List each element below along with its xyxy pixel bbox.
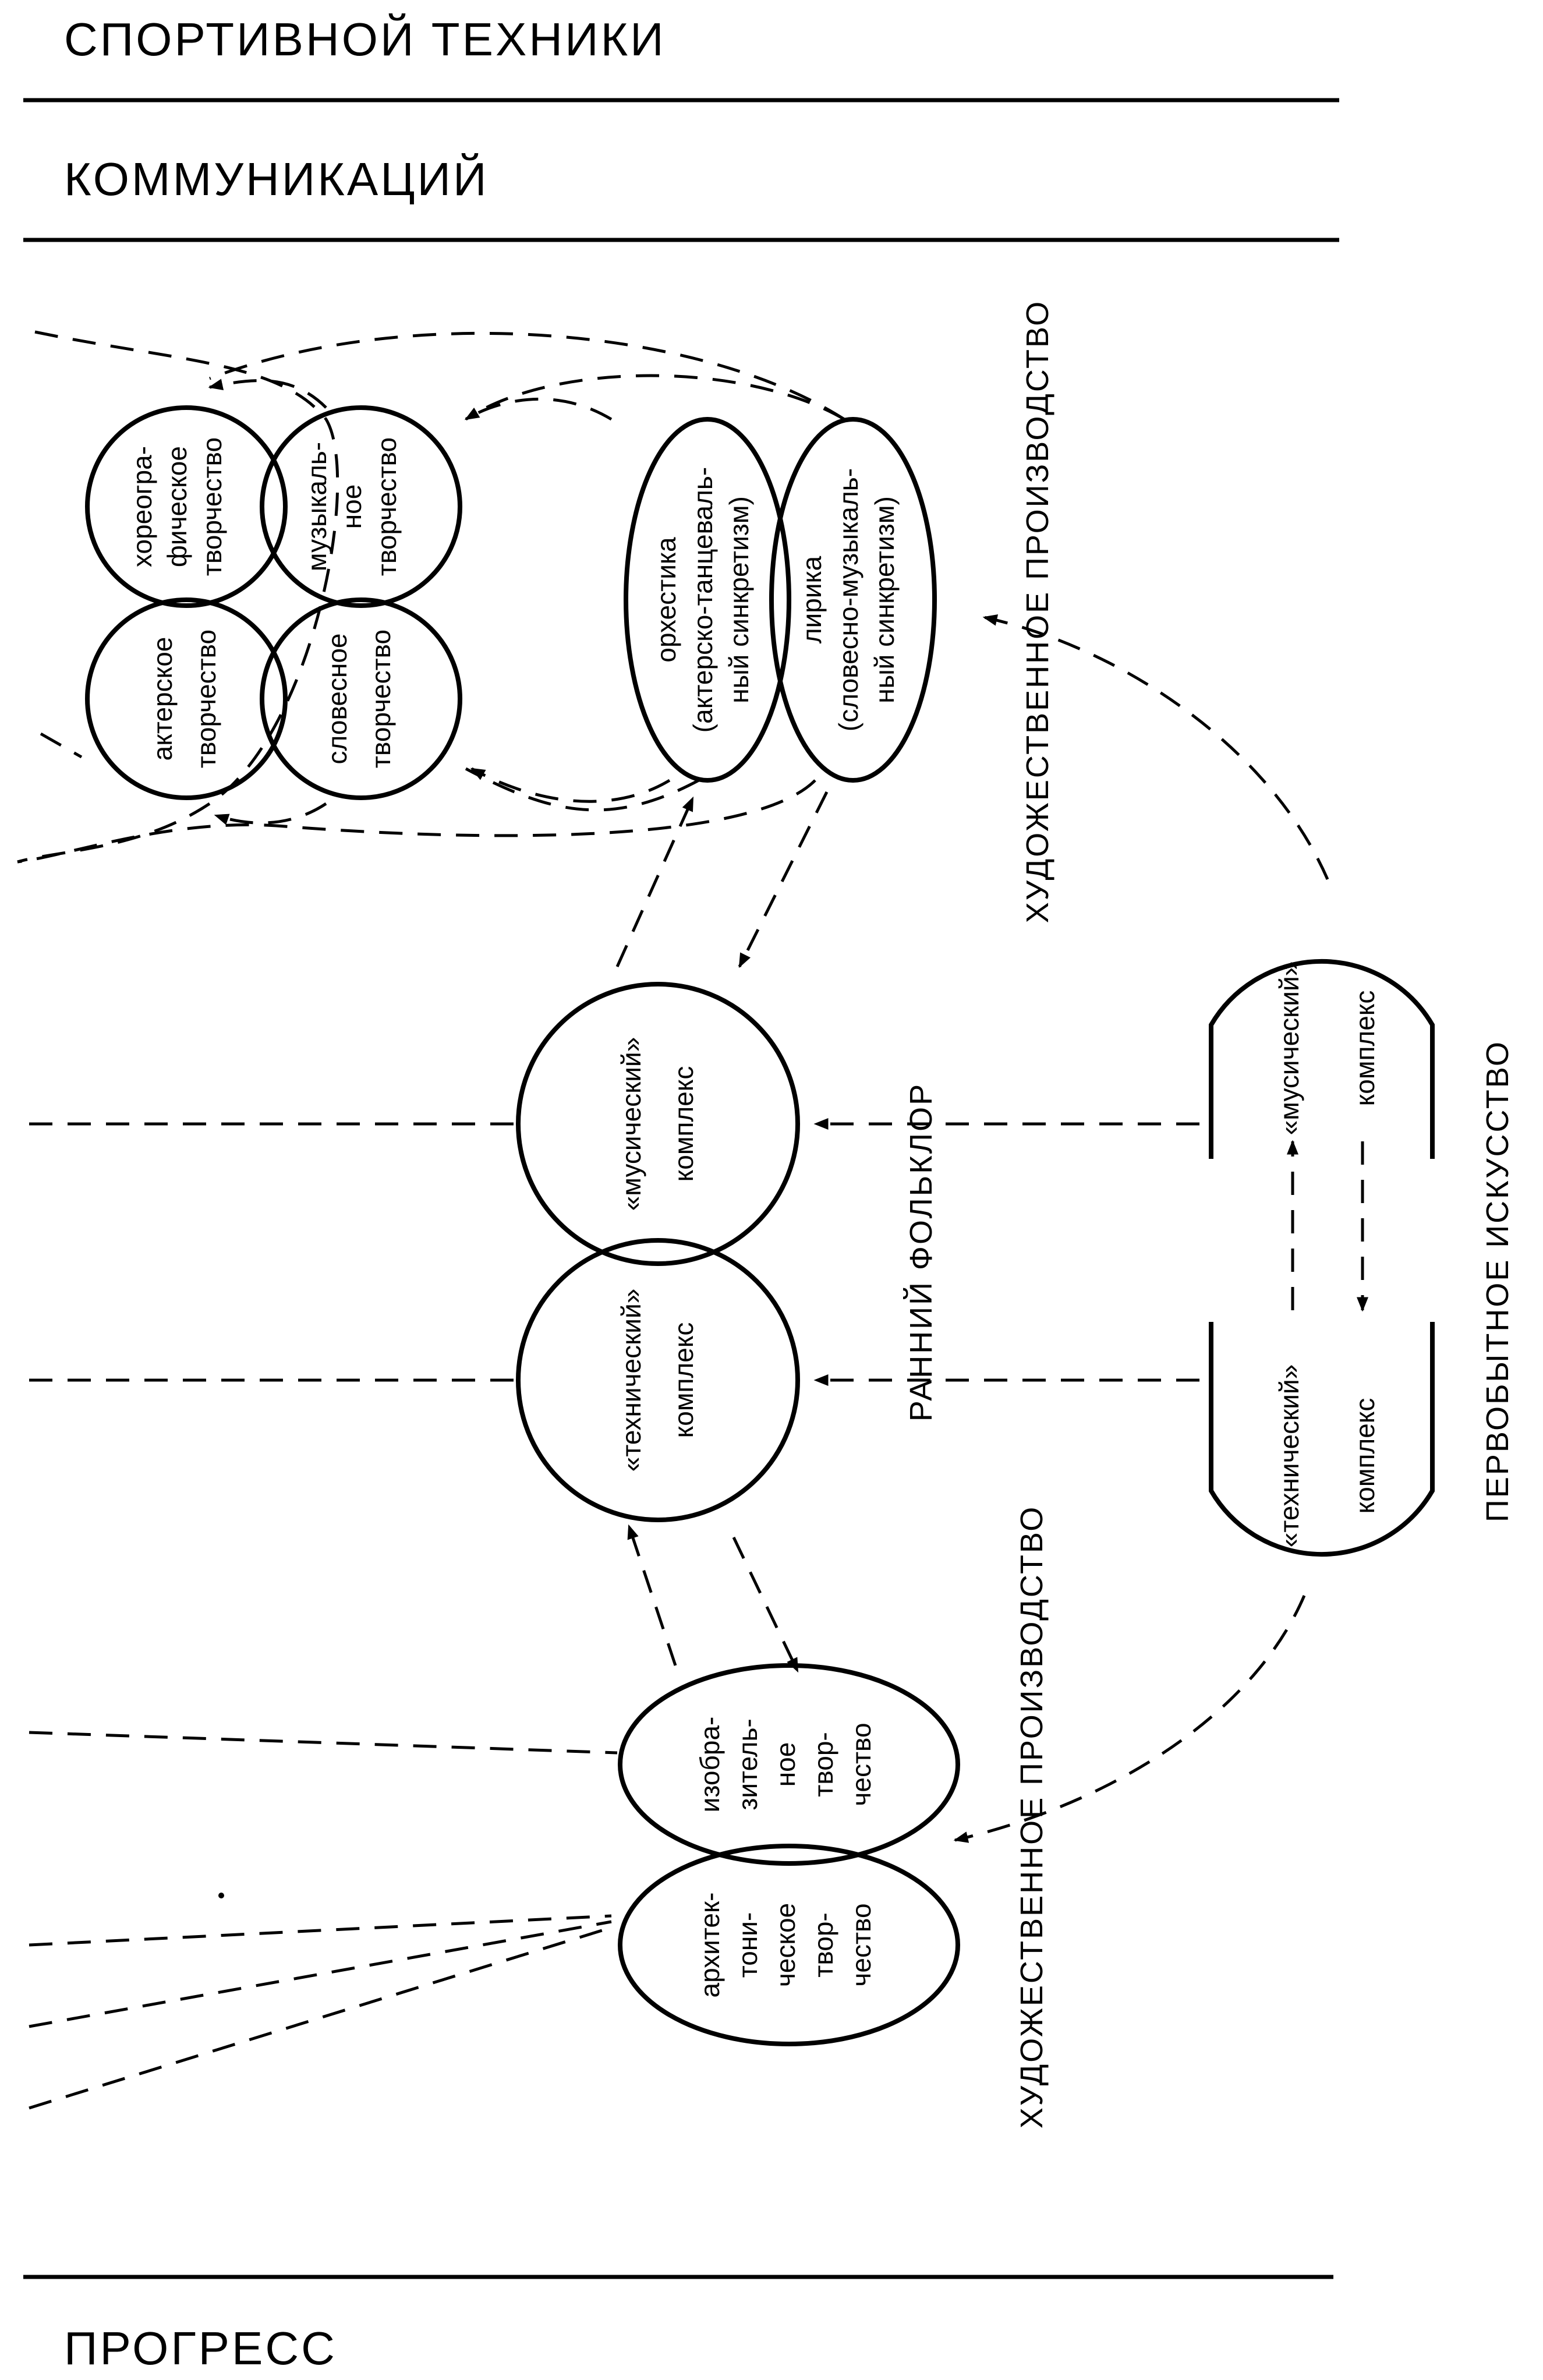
svg-text:«технический»: «технический» — [1274, 1364, 1304, 1547]
svg-text:комплекс: комплекс — [1350, 991, 1380, 1106]
svg-text:комплекс: комплекс — [668, 1322, 699, 1438]
svg-text:творчество: творчество — [197, 437, 227, 576]
primitive-art-pill — [1209, 959, 1435, 1557]
verbal-creativity-label: словесное творчество — [322, 630, 396, 768]
svg-text:хореогра-: хореогра- — [127, 446, 157, 567]
early-folklore-label: РАННИЙ ФОЛЬКЛОР — [903, 1083, 939, 1421]
svg-text:творчество: творчество — [366, 630, 396, 768]
choreographic-label: хореогра- фическое творчество — [127, 437, 227, 576]
svg-text:творчество: творчество — [191, 630, 221, 768]
arrow-to-choreo — [208, 379, 327, 409]
svg-text:чество: чество — [846, 1903, 876, 1986]
arrow-lyric-to-musical — [738, 791, 829, 968]
svg-text:изобра-: изобра- — [695, 1717, 725, 1813]
upper-dashed-loop-bottom-2 — [465, 767, 700, 812]
artistic-production-upper-label: ХУДОЖЕСТВЕННОЕ ПРОИЗВОДСТВО — [1020, 300, 1055, 924]
upper-dashed-tick — [40, 732, 83, 759]
footer-progress: ПРОГРЕСС — [64, 2322, 337, 2374]
technical-complex-folklore-circle — [516, 1238, 800, 1522]
arch-line-left-1 — [29, 1914, 612, 1947]
musical-creativity-circle — [260, 405, 462, 608]
svg-text:ческое: ческое — [770, 1903, 801, 1987]
orchestics-ellipse — [624, 417, 791, 783]
svg-text:(актерско-танцеваль-: (актерско-танцеваль- — [688, 467, 718, 733]
musical-creativity-label: музыкаль- ное творчество — [302, 437, 402, 576]
fine-art-label: изобра- зитель- ное твор- чество — [695, 1717, 876, 1813]
svg-text:творчество: творчество — [371, 437, 402, 576]
verbal-creativity-circle — [260, 597, 462, 800]
lyric-label: лирика (словесно-музыкаль- ный синкретиз… — [797, 468, 900, 731]
svg-text:«технический»: «технический» — [616, 1289, 646, 1472]
svg-text:комплекс: комплекс — [668, 1066, 699, 1182]
primitive-technical-label: «технический» комплекс — [1274, 1364, 1380, 1547]
upper-dashed-loop-left — [17, 330, 339, 864]
svg-text:ный синкретизм): ный синкретизм) — [724, 496, 754, 703]
svg-text:зитель-: зитель- — [732, 1718, 763, 1810]
svg-text:твор-: твор- — [808, 1912, 838, 1977]
arrow-to-actor — [214, 802, 327, 825]
orchestics-label: орхестика (актерско-танцеваль- ный синкр… — [651, 467, 754, 733]
header-sport-technique: СПОРТИВНОЙ ТЕХНИКИ — [64, 13, 666, 65]
arrow-to-musical — [464, 397, 613, 421]
svg-text:ный синкретизм): ный синкретизм) — [869, 496, 900, 703]
musical-complex-folklore-circle — [516, 982, 800, 1266]
svg-text:лирика: лирика — [797, 556, 827, 643]
upper-dashed-loop-outer — [209, 331, 845, 421]
arrow-primitive-to-lyric — [982, 614, 1329, 880]
primitive-art-label: ПЕРВОБЫТНОЕ ИСКУССТВО — [1480, 1040, 1515, 1522]
svg-text:фическое: фическое — [162, 446, 192, 567]
arrow-primitive-to-lower — [953, 1595, 1306, 1843]
architectonic-label: архитек- тони- ческое твор- чество — [695, 1893, 876, 1998]
svg-text:«мусический»: «мусический» — [616, 1037, 646, 1211]
svg-text:орхестика: орхестика — [651, 537, 681, 663]
upper-dashed-loop-bottom — [17, 779, 816, 864]
svg-text:ное: ное — [770, 1742, 801, 1787]
actor-creativity-circle — [85, 597, 288, 800]
choreographic-creativity-circle — [85, 405, 288, 608]
svg-text:«мусический»: «мусический» — [1274, 961, 1304, 1136]
svg-text:твор-: твор- — [808, 1732, 838, 1797]
svg-text:актерское: актерское — [147, 637, 178, 761]
arrow-fineart-to-technical — [627, 1524, 677, 1666]
svg-text:архитек-: архитек- — [695, 1893, 725, 1998]
arrow-technical-to-fineart — [732, 1536, 799, 1673]
arrow-musical-to-orchestics — [615, 796, 695, 968]
svg-text:(словесно-музыкаль-: (словесно-музыкаль- — [833, 468, 863, 731]
svg-text:комплекс: комплекс — [1350, 1398, 1380, 1514]
svg-text:чество: чество — [846, 1723, 876, 1806]
header-communications: КОММУНИКАЦИЙ — [64, 153, 489, 205]
arch-line-left-2 — [29, 1920, 612, 2028]
technical-complex-folklore-label: «технический» комплекс — [616, 1289, 699, 1472]
stray-dot — [218, 1893, 224, 1898]
svg-text:ное: ное — [337, 485, 367, 529]
arch-line-left-3 — [29, 1926, 612, 2110]
svg-text:тони-: тони- — [732, 1912, 763, 1978]
architectonic-ellipse — [618, 1844, 960, 2046]
lyric-ellipse — [769, 417, 937, 783]
musical-complex-folklore-label: «мусический» комплекс — [616, 1037, 699, 1211]
svg-text:словесное: словесное — [322, 633, 352, 764]
svg-text:музыкаль-: музыкаль- — [302, 442, 332, 571]
actor-creativity-label: актерское творчество — [147, 630, 221, 768]
primitive-musical-label: «мусический» комплекс — [1274, 961, 1380, 1136]
fineart-line-left — [29, 1731, 618, 1755]
upper-dashed-loop-outer-2 — [465, 374, 845, 421]
